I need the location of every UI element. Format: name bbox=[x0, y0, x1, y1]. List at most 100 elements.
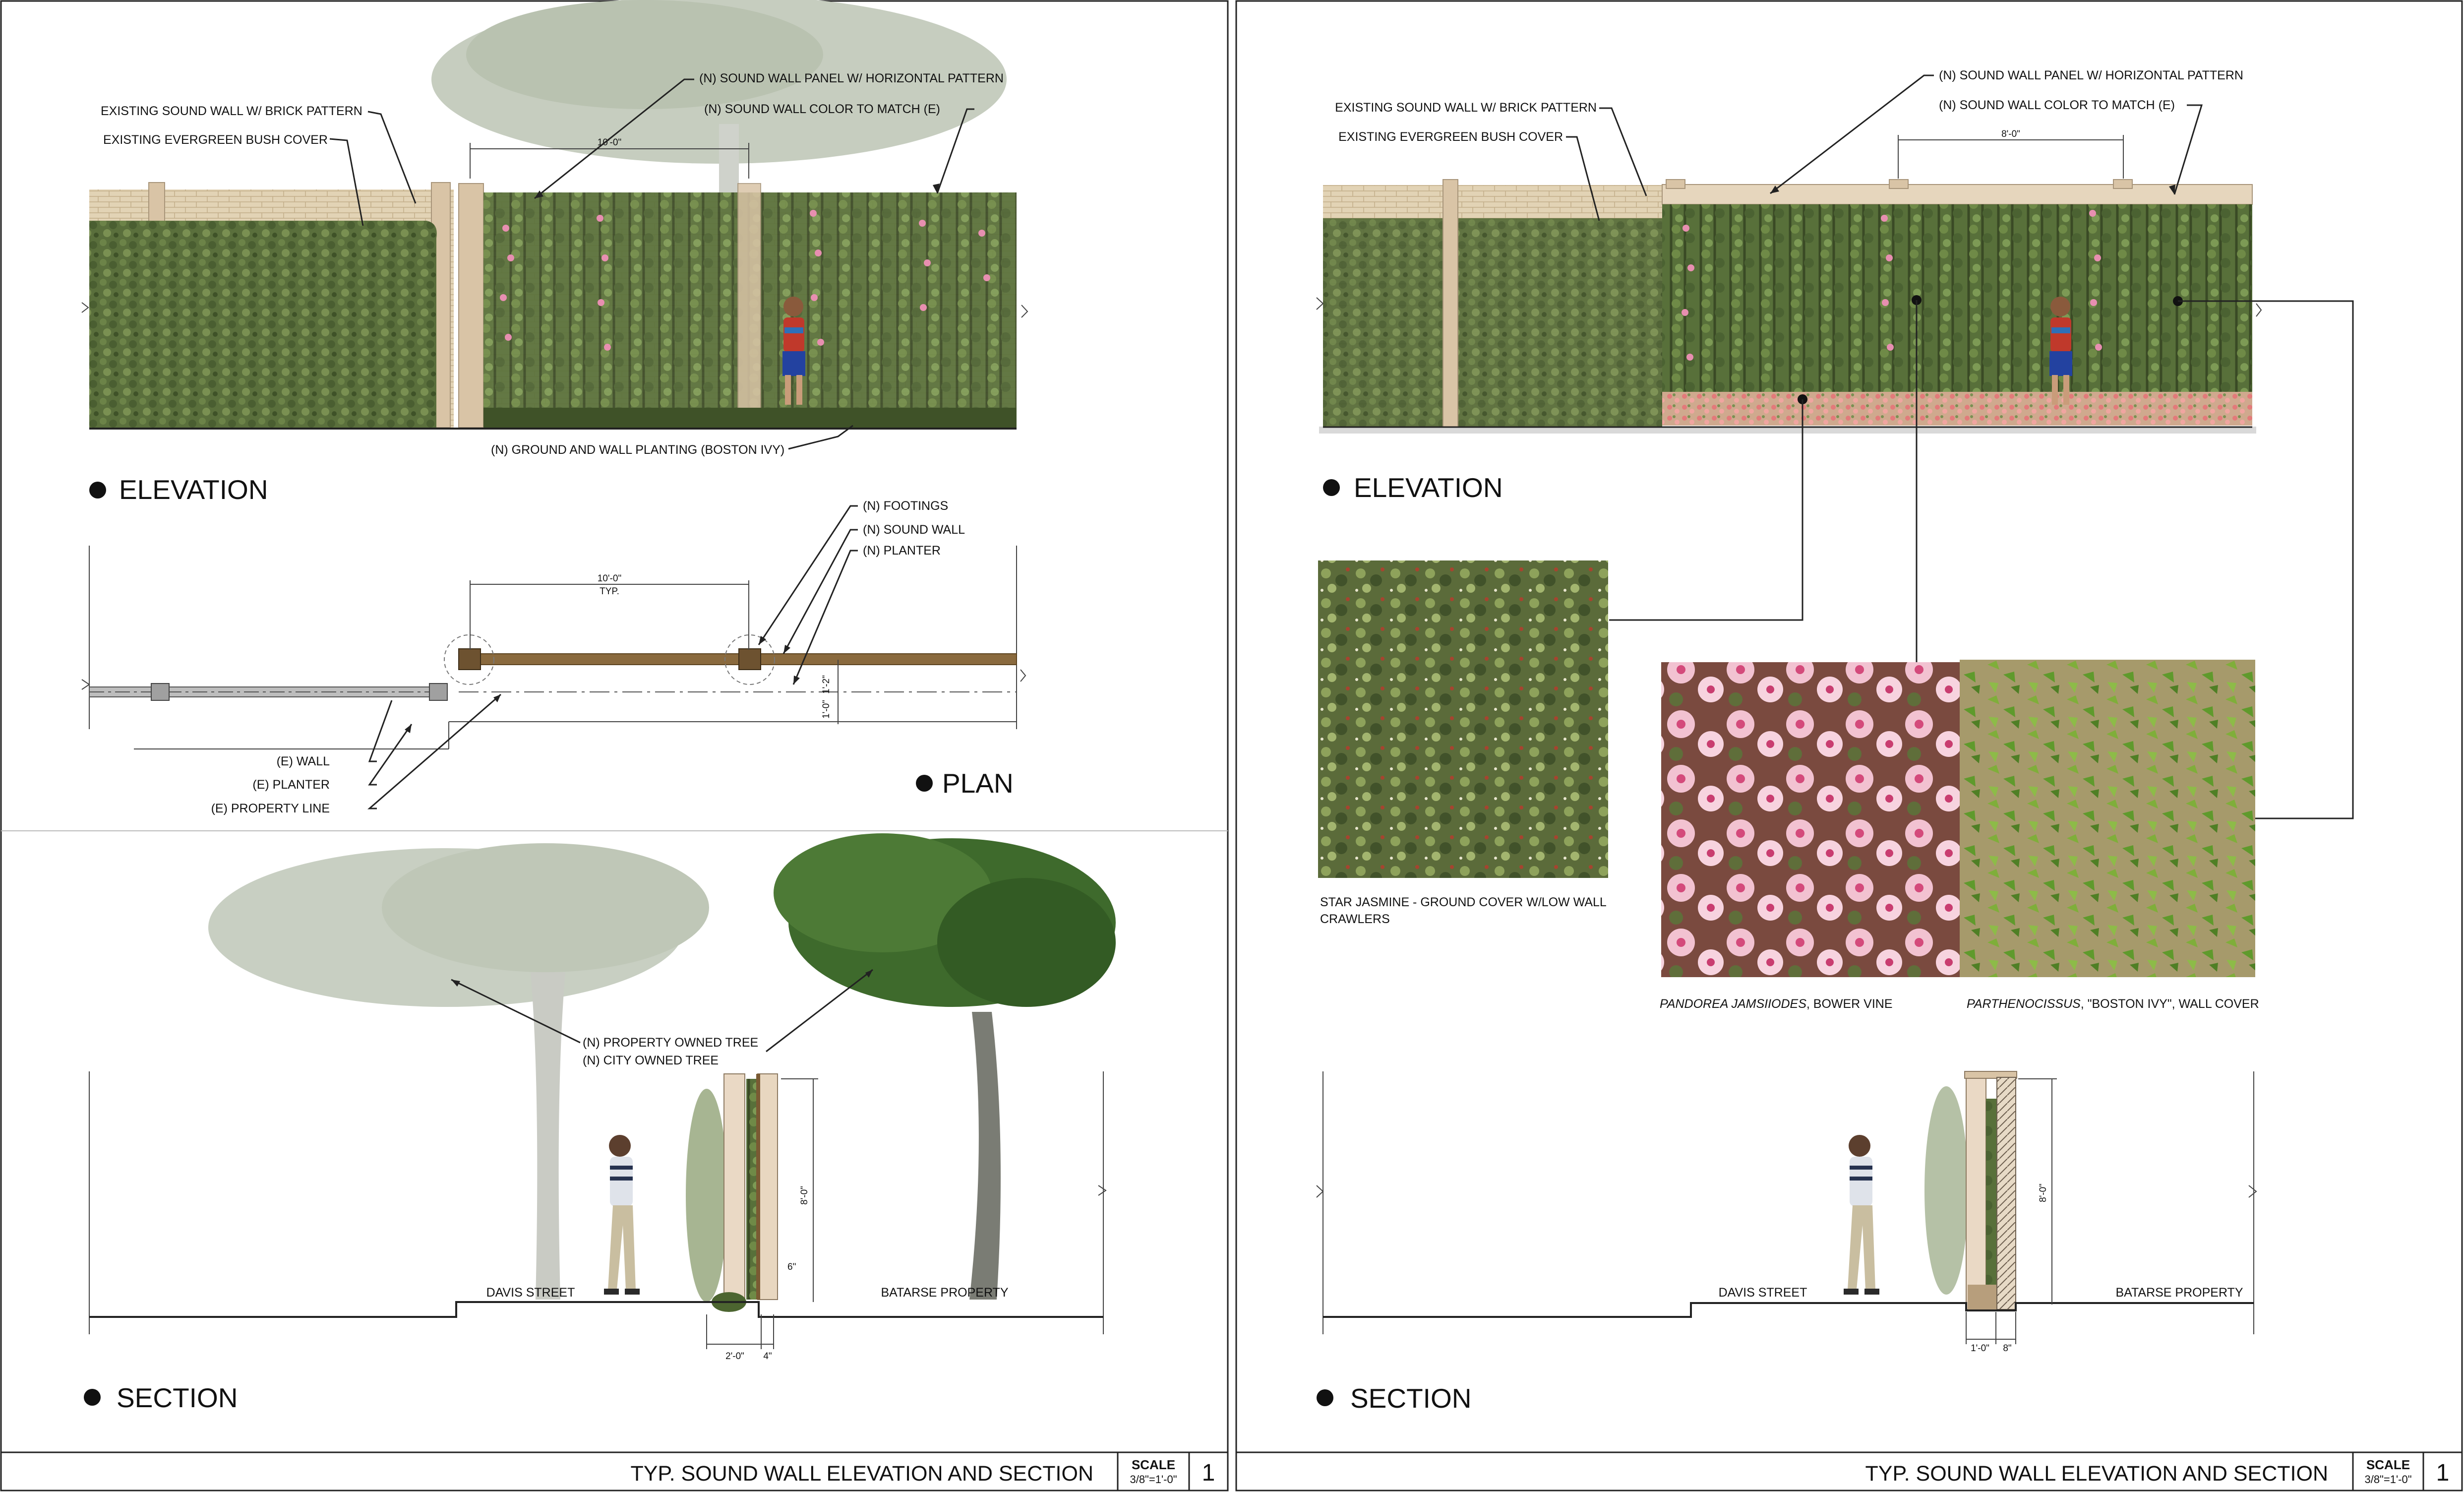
plan-dim-spacing: 10'-0" bbox=[598, 573, 621, 584]
right-existing-bush bbox=[1323, 218, 1662, 427]
left-scale-label: SCALE bbox=[1132, 1457, 1175, 1472]
caption-boston-ivy: PARTHENOCISSUS, "BOSTON IVY", WALL COVER bbox=[1967, 997, 2259, 1011]
section-label-city-tree: (N) CITY OWNED TREE bbox=[583, 1054, 719, 1067]
right-elevation-drawing: 8'-0" EXISTING SOUND WALL W/ BRICK PATTE… bbox=[1316, 68, 2354, 819]
right-label-new-panel: (N) SOUND WALL PANEL W/ HORIZONTAL PATTE… bbox=[1939, 68, 2243, 82]
left-ground-planting bbox=[483, 408, 1017, 428]
section-man-figure bbox=[604, 1135, 640, 1295]
right-label-new-color: (N) SOUND WALL COLOR TO MATCH (E) bbox=[1939, 98, 2175, 112]
right-section-label-street: DAVIS STREET bbox=[1719, 1286, 1807, 1300]
photo-boston-ivy bbox=[1960, 660, 2255, 977]
section-bullet bbox=[84, 1389, 101, 1406]
left-elev-background-tree bbox=[431, 0, 1007, 198]
right-elevation-bullet bbox=[1323, 479, 1340, 496]
plan-label-e-planter: (E) PLANTER bbox=[252, 778, 330, 792]
section-dim-height: 8'-0" bbox=[799, 1186, 810, 1205]
right-sheet-border bbox=[1235, 0, 2463, 1492]
caption-bower-vine-italic: PANDOREA JAMSIIODES bbox=[1660, 997, 1806, 1011]
plan-new-footing-1 bbox=[458, 648, 481, 670]
right-elev-shadow bbox=[1319, 427, 2256, 434]
left-new-pilaster-2 bbox=[737, 183, 761, 428]
left-sheet-title: TYP. SOUND WALL ELEVATION AND SECTION bbox=[631, 1462, 1093, 1486]
section-existing-bush bbox=[686, 1089, 727, 1302]
caption-bower-vine-rest: , BOWER VINE bbox=[1806, 997, 1893, 1011]
right-section-dim-1: 1'-0" bbox=[1971, 1343, 1989, 1354]
right-scale-label: SCALE bbox=[2366, 1457, 2410, 1472]
section-city-tree bbox=[774, 833, 1116, 1300]
section-heading: SECTION bbox=[117, 1382, 238, 1413]
left-plan-drawing: 10'-0" TYP. 1'-2" 1'-0" (N) FOOTINGS (N)… bbox=[81, 499, 1026, 815]
left-label-new-color: (N) SOUND WALL COLOR TO MATCH (E) bbox=[704, 102, 940, 116]
caption-star-jasmine-line2: CRAWLERS bbox=[1320, 912, 1390, 926]
right-new-wall-cap bbox=[1662, 184, 2253, 205]
caption-bower-vine: PANDOREA JAMSIIODES, BOWER VINE bbox=[1660, 997, 1893, 1011]
plan-bullet bbox=[916, 775, 933, 792]
plan-dim-a: 1'-2" bbox=[821, 675, 832, 694]
left-bower-vine-flowers bbox=[500, 210, 990, 351]
right-section-bullet bbox=[1317, 1389, 1333, 1406]
left-new-pilaster-1 bbox=[458, 183, 484, 428]
right-elev-break-mark bbox=[1021, 305, 1028, 318]
right-section-drawing: 8'-0" 1'-0" 8" DAVIS STREET BATARSE PROP… bbox=[1316, 1071, 2257, 1414]
right-new-boston-ivy bbox=[1662, 204, 2252, 403]
right-section-vines bbox=[1986, 1099, 1997, 1309]
left-section-drawing: 8'-0" 6" 2'-0" 4" (N) PROPERTY OWNED TRE… bbox=[84, 833, 1116, 1413]
left-existing-bush bbox=[89, 221, 437, 428]
plan-label-sound-wall: (N) SOUND WALL bbox=[863, 523, 965, 537]
right-section-man-figure bbox=[1844, 1135, 1879, 1295]
right-elev-dimension: 8'-0" bbox=[2001, 129, 2020, 139]
photo-bower-vine bbox=[1661, 662, 1960, 977]
left-title-block: TYP. SOUND WALL ELEVATION AND SECTION SC… bbox=[1, 1451, 1228, 1491]
right-section-dim-8: 8" bbox=[2003, 1343, 2011, 1354]
right-section-heading: SECTION bbox=[1350, 1383, 1471, 1414]
plan-label-footings: (N) FOOTINGS bbox=[863, 499, 948, 513]
right-elevation-heading: ELEVATION bbox=[1354, 472, 1503, 503]
right-bower-vine-flowers bbox=[1682, 210, 2102, 361]
plan-new-sound-wall bbox=[458, 653, 1017, 665]
section-label-property: BATARSE PROPERTY bbox=[881, 1286, 1008, 1300]
section-dim-4: 4" bbox=[763, 1351, 772, 1362]
section-new-wall bbox=[757, 1073, 778, 1300]
right-section-new-wall bbox=[1996, 1077, 2016, 1310]
plan-existing-pier-1 bbox=[151, 683, 170, 701]
right-title-block: TYP. SOUND WALL ELEVATION AND SECTION SC… bbox=[1236, 1451, 2462, 1491]
right-sheet-title: TYP. SOUND WALL ELEVATION AND SECTION bbox=[1865, 1462, 2328, 1486]
section-label-property-tree: (N) PROPERTY OWNED TREE bbox=[583, 1036, 758, 1050]
right-sheet-number: 1 bbox=[2436, 1460, 2450, 1486]
plan-dim-spacing-note: TYP. bbox=[600, 586, 619, 597]
right-label-existing-bush: EXISTING EVERGREEN BUSH COVER bbox=[1338, 130, 1563, 144]
right-section-ground-line bbox=[1323, 1302, 2254, 1318]
right-scale-value: 3/8"=1'-0" bbox=[2364, 1473, 2411, 1486]
caption-boston-ivy-italic: PARTHENOCISSUS bbox=[1967, 997, 2081, 1011]
caption-boston-ivy-rest: , "BOSTON IVY", WALL COVER bbox=[2081, 997, 2259, 1011]
left-elev-break-mark bbox=[81, 302, 89, 313]
left-elevation-bullet bbox=[89, 482, 106, 498]
left-label-existing-bush: EXISTING EVERGREEN BUSH COVER bbox=[103, 133, 328, 147]
section-label-street: DAVIS STREET bbox=[486, 1286, 575, 1300]
left-label-ground-planting: (N) GROUND AND WALL PLANTING (BOSTON IVY… bbox=[491, 443, 784, 457]
section-existing-wall bbox=[723, 1073, 745, 1300]
section-faded-tree bbox=[208, 843, 709, 1300]
plan-dim-b: 1'-0" bbox=[821, 700, 832, 719]
right-existing-pilaster bbox=[1442, 179, 1458, 428]
left-elev-dimension: 10'-0" bbox=[598, 137, 621, 148]
plan-existing-pier-2 bbox=[429, 683, 448, 701]
photo-star-jasmine bbox=[1318, 560, 1608, 878]
left-label-new-panel: (N) SOUND WALL PANEL W/ HORIZONTAL PATTE… bbox=[699, 71, 1004, 85]
right-ground-flowers bbox=[1662, 392, 2252, 426]
left-sheet-number: 1 bbox=[1202, 1460, 1215, 1486]
left-elevation-drawing: 10'-0" EXISTING SOUND WALL W/ BRICK PATT… bbox=[81, 0, 1028, 505]
section-ground-line bbox=[89, 1301, 1103, 1318]
right-section-planter bbox=[1968, 1285, 1996, 1310]
left-label-existing-wall: EXISTING SOUND WALL W/ BRICK PATTERN bbox=[101, 104, 362, 118]
caption-star-jasmine-line1: STAR JASMINE - GROUND COVER W/LOW WALL bbox=[1320, 895, 1607, 909]
plan-label-planter: (N) PLANTER bbox=[863, 544, 941, 558]
section-dim-2: 2'-0" bbox=[725, 1351, 744, 1362]
plan-label-e-wall: (E) WALL bbox=[277, 754, 330, 768]
plan-label-e-property-line: (E) PROPERTY LINE bbox=[211, 802, 330, 815]
right-section-label-property: BATARSE PROPERTY bbox=[2115, 1286, 2243, 1300]
right-label-existing-wall: EXISTING SOUND WALL W/ BRICK PATTERN bbox=[1335, 101, 1597, 115]
right-section-dim-height: 8'-0" bbox=[2038, 1183, 2048, 1202]
right-elev-child-figure bbox=[2049, 297, 2072, 405]
